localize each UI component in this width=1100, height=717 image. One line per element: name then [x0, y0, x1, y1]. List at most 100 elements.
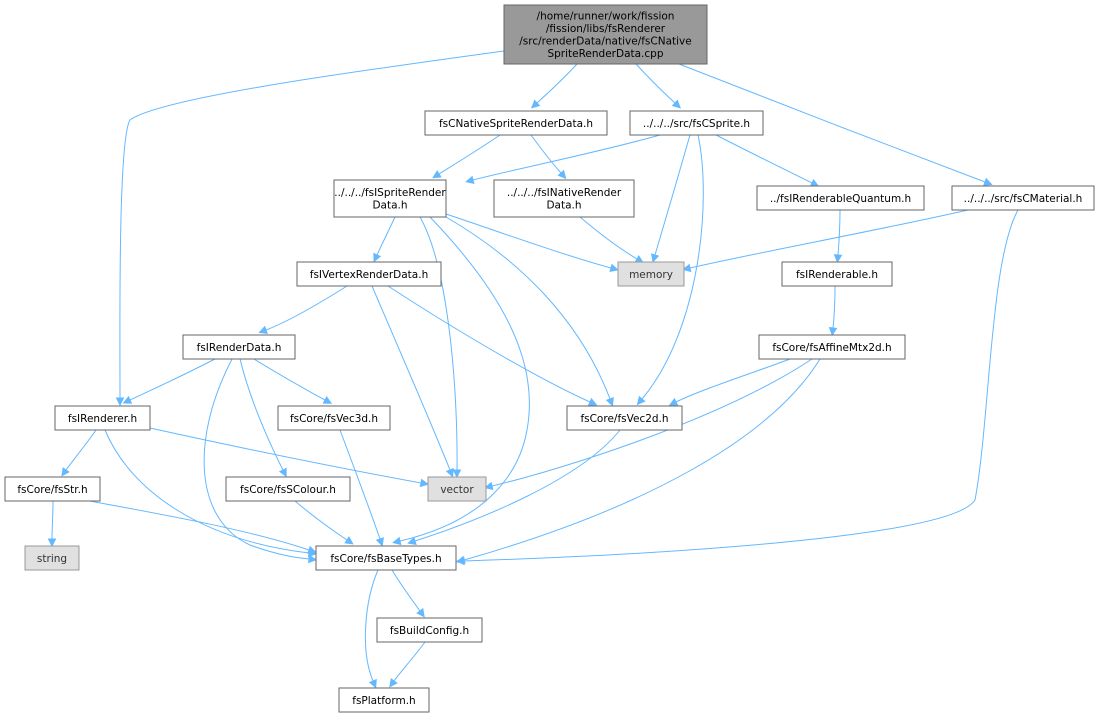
edge-str_h-to-basetypes_h	[89, 500, 317, 554]
node-box	[493, 179, 635, 218]
node-renderer-h[interactable]: fsIRenderer.h	[54, 405, 151, 431]
edge-line	[339, 429, 381, 540]
edge-line	[89, 500, 310, 551]
node-box	[54, 405, 151, 431]
node-label: ../../../fsINativeRender	[507, 187, 622, 199]
node-str-h[interactable]: fsCore/fsStr.h	[4, 476, 101, 502]
node-string[interactable]: string	[24, 545, 80, 571]
edge-root-to-renderer_h	[115, 50, 505, 407]
edge-line	[445, 213, 612, 269]
edge-line	[51, 500, 54, 540]
node-cmaterial-h[interactable]: ../../../src/fsCMaterial.h	[951, 185, 1095, 211]
edge-line	[715, 134, 813, 184]
node-csprite-h[interactable]: ../../../src/fsCSprite.h	[629, 110, 764, 136]
node-label: /fission/libs/fsRenderer	[546, 23, 666, 35]
node-platform-h[interactable]: fsPlatform.h	[338, 687, 430, 713]
node-label: ../../../src/fsCSprite.h	[643, 118, 750, 130]
node-root[interactable]: /home/runner/work/fission/fission/libs/f…	[503, 4, 708, 65]
edge-line	[536, 63, 578, 104]
edge-arrowhead	[445, 467, 454, 478]
edge-quantum_h-to-renderable_h	[833, 209, 843, 264]
edge-arrowhead	[809, 178, 820, 187]
node-quantum-h[interactable]: ../fsIRenderableQuantum.h	[756, 185, 925, 211]
edge-line	[294, 500, 348, 541]
edge-line	[491, 358, 813, 487]
node-box	[333, 179, 447, 218]
edge-arrowhead	[833, 254, 843, 264]
edge-arrowhead	[682, 263, 692, 273]
edge-affine_h-to-basetypes_h	[456, 358, 821, 565]
edge-line	[579, 216, 638, 260]
edge-basetypes_h-to-buildconfig_h	[391, 569, 425, 618]
edge-renderdata_h-to-vec3d_h	[253, 358, 333, 404]
node-label: fsCore/fsSColour.h	[240, 484, 336, 496]
node-label: ../../../fsISpriteRender	[334, 187, 446, 199]
node-renderable-h[interactable]: fsIRenderable.h	[781, 261, 893, 287]
edge-arrowhead	[636, 395, 646, 406]
node-affine-h[interactable]: fsCore/fsAffineMtx2d.h	[758, 334, 906, 360]
edge-line	[419, 216, 458, 471]
node-box	[427, 476, 487, 502]
edge-line	[391, 569, 421, 612]
edge-affine_h-to-vector	[484, 358, 813, 491]
edge-arrowhead	[983, 177, 993, 186]
edge-arrowhead	[344, 536, 354, 545]
edge-line	[376, 216, 396, 256]
edge-line	[149, 427, 422, 484]
node-label: fsCore/fsAffineMtx2d.h	[772, 342, 891, 354]
node-label: fsIVertexRenderData.h	[310, 269, 428, 281]
edge-arrowhead	[530, 99, 541, 109]
node-memory[interactable]: memory	[617, 261, 685, 287]
node-box	[566, 405, 683, 431]
edge-line	[265, 285, 348, 331]
node-box	[781, 261, 893, 287]
node-box	[225, 476, 351, 502]
edge-line	[463, 358, 821, 561]
node-renderdata-h[interactable]: fsIRenderData.h	[182, 334, 296, 360]
node-box	[24, 545, 80, 571]
node-label: fsCore/fsVec2d.h	[580, 413, 668, 425]
edge-renderdata_h-to-renderer_h	[122, 358, 216, 404]
edge-isprite_h-to-basetypes_h	[392, 216, 530, 546]
node-native-sprite-h[interactable]: fsCNativeSpriteRenderData.h	[424, 110, 608, 136]
edge-arrowhead	[465, 175, 475, 185]
edge-line	[119, 50, 505, 399]
edge-arrowhead	[389, 678, 398, 688]
edge-line	[364, 569, 379, 682]
edge-line	[832, 285, 836, 329]
node-label: string	[37, 553, 67, 565]
edge-arrowhead	[407, 536, 417, 545]
edge-csprite_h-to-isprite_h	[465, 134, 661, 185]
edge-buildconfig_h-to-platform_h	[389, 641, 426, 688]
node-colour-h[interactable]: fsCore/fsSColour.h	[225, 476, 351, 502]
edge-arrowhead	[258, 325, 269, 334]
edge-arrowhead	[115, 397, 125, 407]
edge-affine_h-to-vec2d_h	[668, 358, 791, 406]
edge-arrowhead	[419, 478, 429, 488]
node-basetypes-h[interactable]: fsCore/fsBaseTypes.h	[315, 545, 457, 571]
edge-arrowhead	[392, 536, 402, 546]
edge-line	[393, 641, 426, 682]
node-box	[4, 476, 101, 502]
edge-renderer_h-to-str_h	[61, 429, 97, 477]
edge-arrowhead	[278, 467, 287, 478]
node-label: fsIRenderable.h	[796, 269, 878, 281]
edge-isprite_h-to-vector	[419, 216, 462, 479]
node-vec3d-h[interactable]: fsCore/fsVec3d.h	[277, 405, 391, 431]
node-vertex-h[interactable]: fsIVertexRenderData.h	[296, 261, 442, 287]
edge-line	[438, 134, 501, 175]
edge-arrowhead	[651, 253, 660, 263]
edge-isprite_h-to-vertex_h	[373, 216, 396, 263]
edge-colour_h-to-basetypes_h	[294, 500, 354, 545]
edge-native_sprite_h-to-isprite_h	[432, 134, 501, 179]
node-box	[424, 110, 608, 136]
node-vector[interactable]: vector	[427, 476, 487, 502]
node-label: ../fsIRenderableQuantum.h	[770, 193, 911, 205]
node-label: fsCNativeSpriteRenderData.h	[439, 118, 593, 130]
node-buildconfig-h[interactable]: fsBuildConfig.h	[376, 617, 483, 643]
node-label: Data.h	[372, 200, 407, 212]
edge-str_h-to-string	[47, 500, 57, 548]
node-vec2d-h[interactable]: fsCore/fsVec2d.h	[566, 405, 683, 431]
